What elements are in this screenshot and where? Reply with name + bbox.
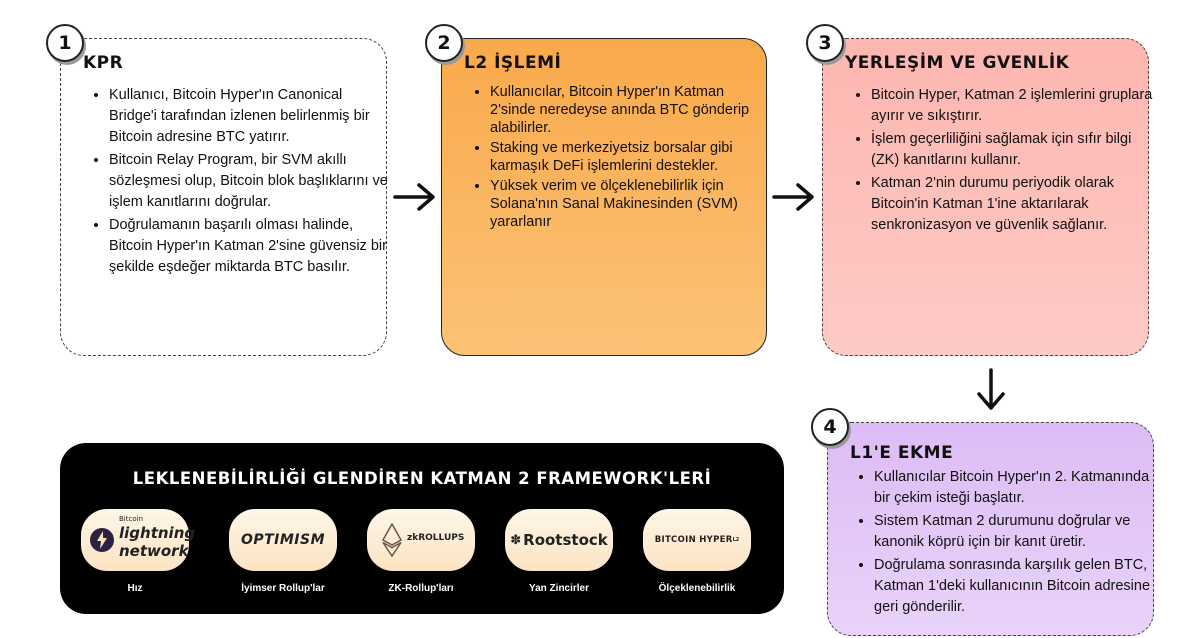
framework-zkrollups: zkROLLUPS ZK-Rollup'ları: [366, 509, 476, 594]
rootstock-logo: ✽ Rootstock: [505, 509, 613, 571]
step-2-card: L2 İŞLEMİ Kullanıcılar, Bitcoin Hyper'ın…: [441, 38, 767, 356]
logo-main-text: OPTIMISM: [240, 532, 326, 548]
list-item: Sistem Katman 2 durumunu doğrular ve kan…: [874, 511, 1162, 553]
list-item: Katman 2'nin durumu periyodik olarak Bit…: [871, 173, 1156, 236]
step-3-list: Bitcoin Hyper, Katman 2 işlemlerini grup…: [851, 85, 1156, 238]
logo-main-text: BITCOIN HYPER: [654, 535, 733, 545]
step-3-title: YERLEŞİM VE GVENLİK: [845, 53, 1070, 73]
list-item: İşlem geçerliliğini sağlamak için sıfır …: [871, 129, 1156, 171]
step-2-badge: 2: [425, 24, 463, 62]
frameworks-panel: LEKLENEBİLİRLİĞİ GLENDİREN KATMAN 2 FRAM…: [60, 443, 784, 614]
framework-label: ZK-Rollup'ları: [388, 583, 454, 594]
framework-label: Yan Zincirler: [528, 583, 590, 594]
logo-sub-text: network: [119, 542, 189, 560]
framework-label: Ölçeklenebilirlik: [658, 583, 736, 594]
arrow-right-icon: [772, 183, 814, 211]
step-4-card: L1'E EKME Kullanıcılar Bitcoin Hyper'ın …: [827, 422, 1154, 636]
framework-lightning: Bitcoin lightning network Hız: [80, 509, 195, 594]
ethereum-icon: [381, 523, 403, 557]
step-4-title: L1'E EKME: [850, 443, 954, 463]
list-item: Kullanıcı, Bitcoin Hyper'ın Canonical Br…: [109, 85, 389, 148]
logo-main-text: zkROLLUPS: [407, 533, 465, 543]
step-4-badge: 4: [811, 408, 849, 446]
step-1-list: Kullanıcı, Bitcoin Hyper'ın Canonical Br…: [89, 85, 389, 280]
optimism-logo: OPTIMISM: [229, 509, 337, 571]
step-3-card: YERLEŞİM VE GVENLİK Bitcoin Hyper, Katma…: [822, 38, 1152, 356]
framework-rootstock: ✽ Rootstock Yan Zincirler: [504, 509, 614, 594]
zkrollups-logo: zkROLLUPS: [367, 509, 475, 571]
step-2-list: Kullanıcılar, Bitcoin Hyper'ın Katman 2'…: [470, 83, 772, 233]
rootstock-icon: ✽: [510, 532, 522, 548]
frameworks-title: LEKLENEBİLİRLİĞİ GLENDİREN KATMAN 2 FRAM…: [132, 469, 712, 488]
framework-label: Hız: [127, 583, 143, 594]
list-item: Kullanıcılar, Bitcoin Hyper'ın Katman 2'…: [490, 83, 772, 137]
logo-main-text: lightning: [119, 524, 196, 542]
step-2-title: L2 İŞLEMİ: [464, 53, 562, 73]
list-item: Doğrulama sonrasında karşılık gelen BTC,…: [874, 555, 1162, 618]
logo-main-text: Rootstock: [523, 531, 608, 549]
step-1-badge: 1: [46, 24, 84, 62]
list-item: Doğrulamanın başarılı olması halinde, Bi…: [109, 215, 389, 278]
step-4-list: Kullanıcılar Bitcoin Hyper'ın 2. Katmanı…: [854, 467, 1162, 620]
lightning-bolt-icon: [90, 528, 114, 552]
list-item: Yüksek verim ve ölçeklenebilirlik için S…: [490, 177, 772, 231]
arrow-down-icon: [977, 368, 1005, 410]
step-1-title: KPR: [83, 53, 124, 73]
list-item: Kullanıcılar Bitcoin Hyper'ın 2. Katmanı…: [874, 467, 1162, 509]
framework-label: İyimser Rollup'lar: [241, 583, 325, 594]
arrow-right-icon: [393, 183, 435, 211]
list-item: Bitcoin Hyper, Katman 2 işlemlerini grup…: [871, 85, 1156, 127]
list-item: Bitcoin Relay Program, bir SVM akıllı sö…: [109, 150, 389, 213]
framework-optimism: OPTIMISM İyimser Rollup'lar: [228, 509, 338, 594]
lightning-network-logo: Bitcoin lightning network: [81, 509, 195, 571]
step-3-badge: 3: [806, 24, 844, 62]
list-item: Staking ve merkeziyetsiz borsalar gibi k…: [490, 139, 772, 175]
logo-top-text: Bitcoin: [119, 515, 144, 523]
step-1-card: KPR Kullanıcı, Bitcoin Hyper'ın Canonica…: [60, 38, 389, 356]
logo-sup-text: L2: [732, 537, 740, 543]
